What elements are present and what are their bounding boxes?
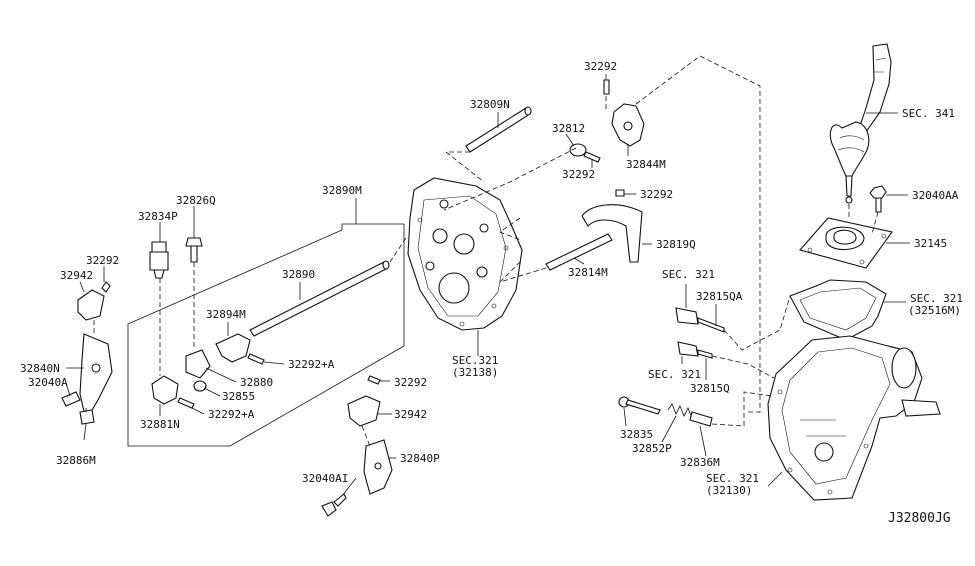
bracket-32840p-drawing [363,439,393,495]
shift-fork-32819q-drawing [581,204,643,263]
plate-32145-drawing [799,217,893,269]
leader-lines [65,74,910,497]
label-32890: 32890 [282,268,315,281]
label-32292-e: 32292 [394,376,427,389]
bolt-32040ai-drawing [321,493,347,517]
label-32819q: 32819Q [656,238,696,251]
label-32942-b: 32942 [394,408,427,421]
rod-32814m-drawing [545,233,613,271]
ring-32855-drawing [193,380,207,392]
label-32852p: 32852P [632,442,672,455]
bracket-32844m-drawing [611,103,645,147]
label-sec341: SEC. 341 [902,107,955,120]
label-sec321-b: SEC. 321 [662,268,715,281]
assembly-dashed-lines [85,55,879,447]
shaft-32890-drawing [249,260,390,337]
diagram-code: J32800JG [888,511,951,526]
part-32881n-drawing [151,375,195,409]
label-sec321-c: SEC. 321 [648,368,701,381]
gasket-32516m-drawing [789,279,887,341]
label-32890m: 32890M [322,184,362,197]
fork-32894m-drawing [215,333,251,363]
part-32880-drawing [185,349,211,379]
plug-32834p-drawing [149,241,169,279]
plug-32835-drawing [618,396,661,415]
label-32835: 32835 [620,428,653,441]
pin-32292-fork-drawing [615,189,625,197]
label-32040a: 32040A [28,376,68,389]
spring-32852p-drawing [667,403,693,419]
label-32815q: 32815Q [690,382,730,395]
label-sec321-d: SEC. 321 [706,472,759,485]
plunger-32836m-drawing [689,411,713,427]
left-bracket-drawing [61,281,113,425]
label-32855: 32855 [222,390,255,403]
label-32836m: 32836M [680,456,720,469]
label-sec321-a: SEC. 321 [910,292,963,305]
label-32812: 32812 [552,122,585,135]
label-32834p: 32834P [138,210,178,223]
label-32040aa: 32040AA [912,189,959,202]
pin-32292-top-drawing [603,79,610,95]
label-32886m: 32886M [56,454,96,467]
label-32292-b: 32292 [562,168,595,181]
part-32812-drawing [569,143,601,163]
label-32840p: 32840P [400,452,440,465]
transmission-case-drawing [407,177,523,331]
label-32815qa: 32815QA [696,290,743,303]
bolt-32040aa-drawing [869,185,887,213]
label-32040ai: 32040AI [302,472,348,485]
label-32292-top: 32292 [584,60,617,73]
label-32292-c: 32292 [640,188,673,201]
label-32814m: 32814M [568,266,608,279]
pin-32292a-drawing [247,353,265,365]
switch-32815qa-drawing [675,307,725,333]
label-32292-d: 32292 [86,254,119,267]
bolt-32826q-drawing [185,237,203,263]
label-sec321-a-sub: (32516M) [908,304,961,317]
label-32292a-b: 32292+A [208,408,255,421]
label-32894m: 32894M [206,308,246,321]
pin-32292-center-drawing [367,375,381,385]
label-32881n: 32881N [140,418,180,431]
label-32942-a: 32942 [60,269,93,282]
shaft-32809n-drawing [465,106,532,153]
label-32292a-a: 32292+A [288,358,335,371]
label-sec321-d-sub: (32130) [706,484,752,497]
label-32145: 32145 [914,237,947,250]
label-32826q: 32826Q [176,194,216,207]
label-sec321-e-sub: (32138) [452,366,498,379]
label-32844m: 32844M [626,158,666,171]
label-32809n: 32809N [470,98,510,111]
part-labels: 32292 32809N 32812 32292 32844M SEC. 341… [20,60,963,526]
shift-lever-drawing [829,43,892,204]
extension-housing-drawing [767,335,941,501]
label-sec321-e: SEC.321 [452,354,498,367]
switch-32815q-drawing [677,341,713,359]
label-32840n: 32840N [20,362,60,375]
bracket-32942-center-drawing [347,395,381,427]
label-32880: 32880 [240,376,273,389]
